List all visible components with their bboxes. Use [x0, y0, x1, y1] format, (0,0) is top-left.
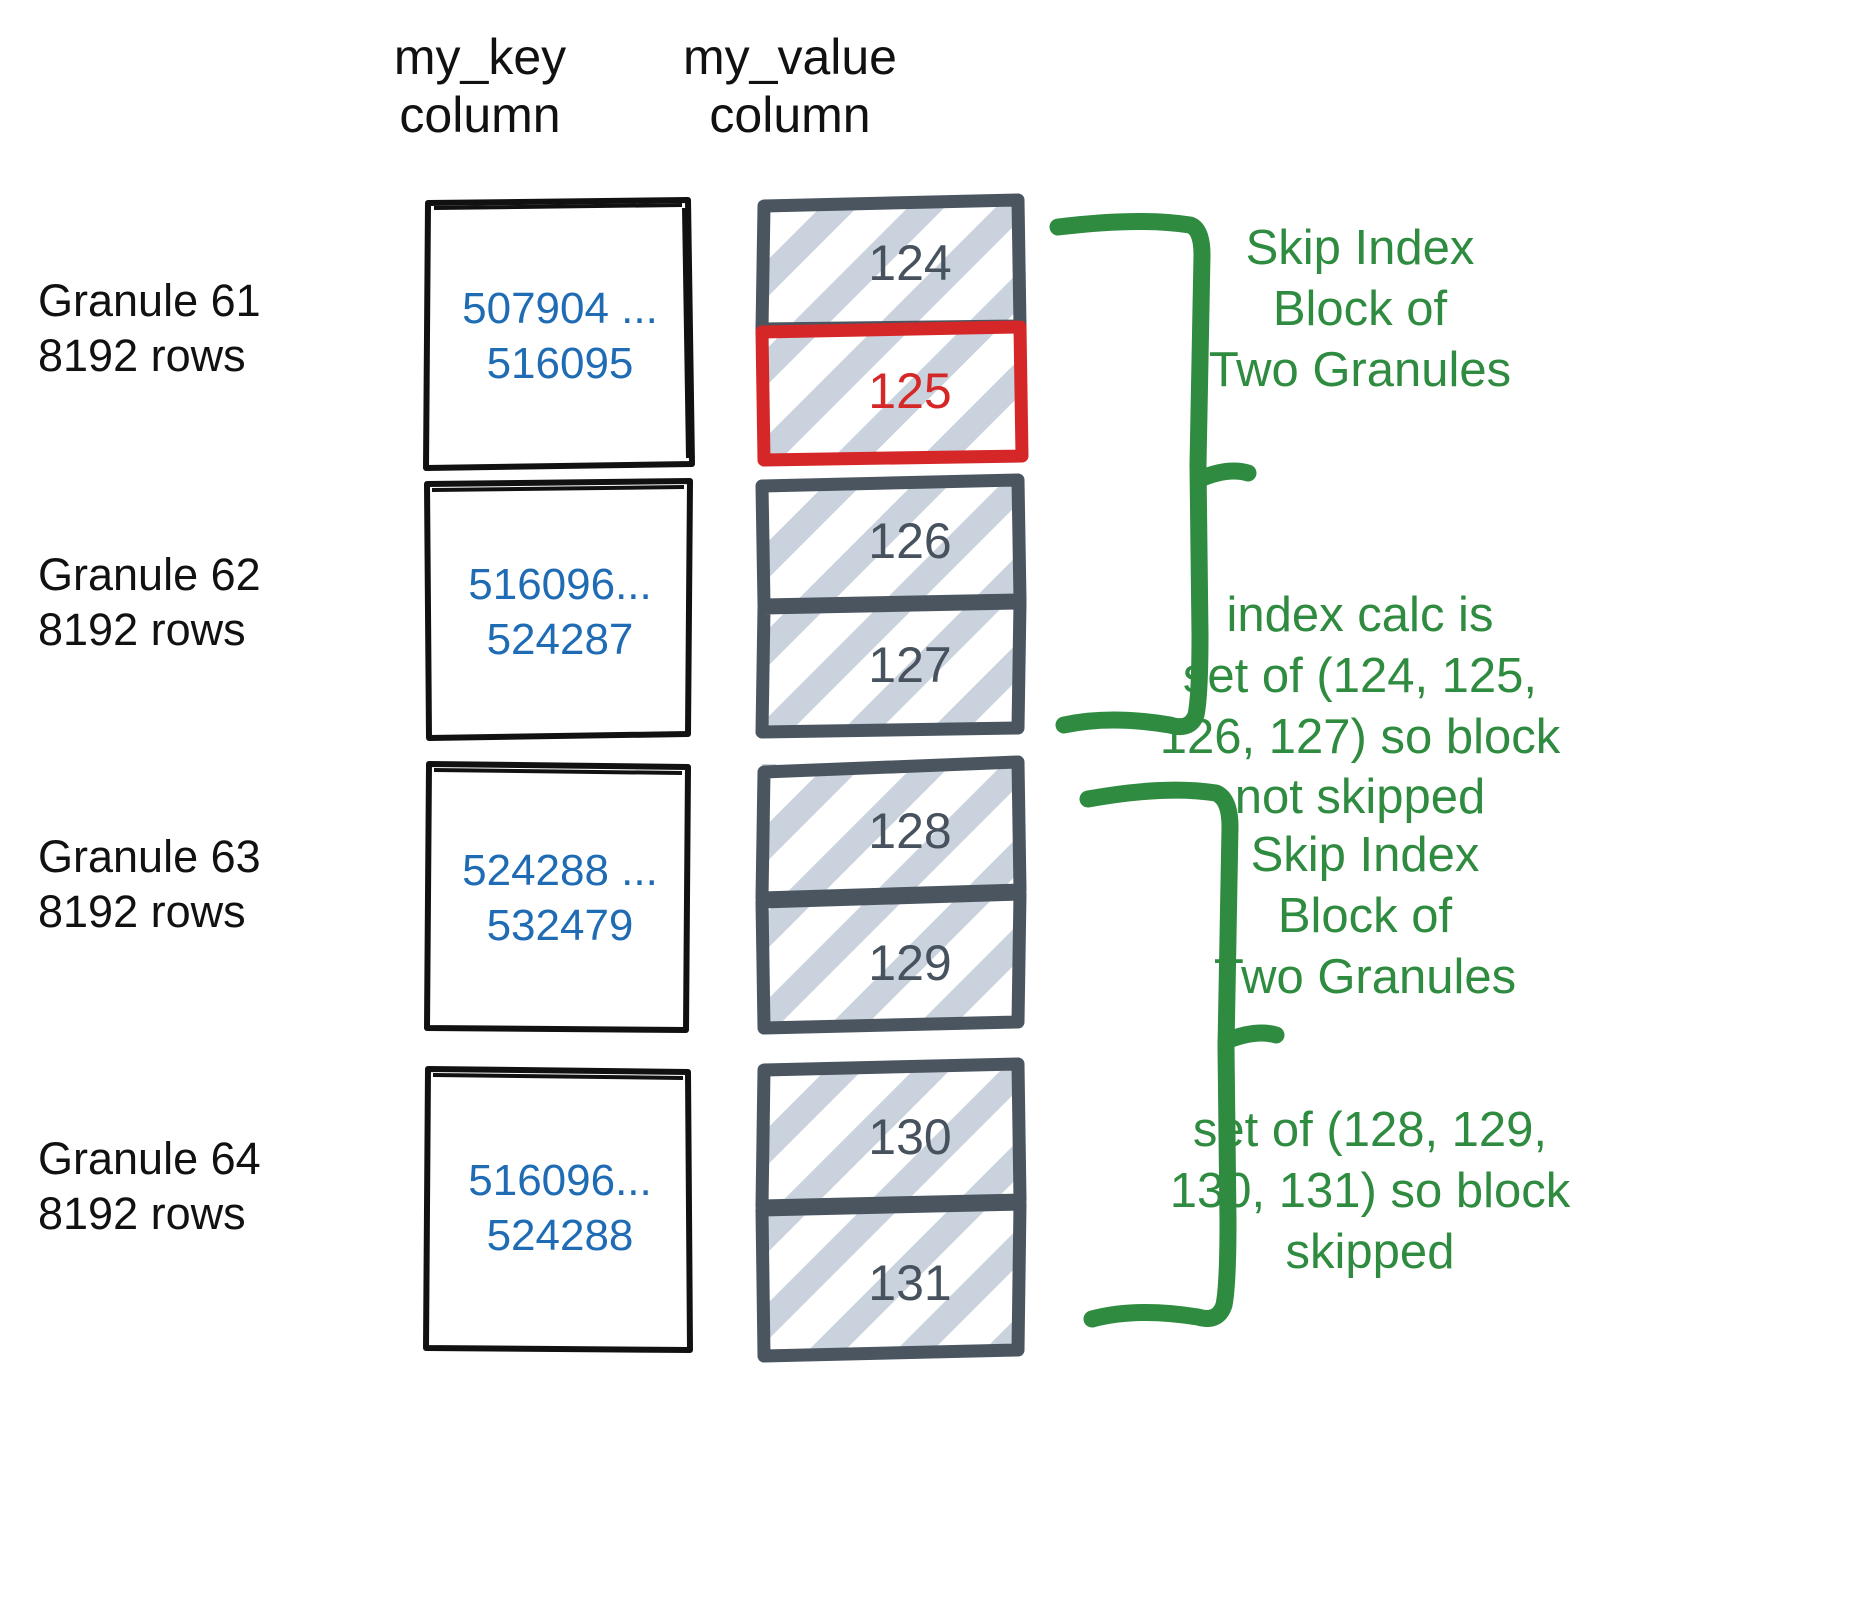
- value-block-127-shape: [755, 596, 1027, 739]
- key-box-outline-63: [424, 761, 691, 1033]
- granule-label-63: Granule 63 8192 rows: [38, 831, 261, 937]
- annotation-set-skipped: set of (128, 129, 130, 131) so block ski…: [1169, 1103, 1571, 1279]
- granule-label-64: Granule 64 8192 rows: [38, 1133, 261, 1239]
- key-box-outline-64: [423, 1066, 693, 1353]
- key-box-granule-63: 524288 ... 532479: [420, 758, 700, 1034]
- key-range-granule-61: 507904 ... 516095: [462, 284, 658, 388]
- value-block-124-shape: [755, 193, 1027, 336]
- value-block-128-shape: [755, 755, 1027, 905]
- granule-label-62: Granule 62 8192 rows: [38, 549, 261, 655]
- value-125: 125: [868, 363, 952, 419]
- value-128: 128: [868, 803, 952, 859]
- value-block-131-shape: [755, 1197, 1027, 1363]
- key-range-granule-63: 524288 ... 532479: [462, 846, 658, 950]
- value-131: 131: [868, 1255, 952, 1311]
- value-blocks-granule-61: 124 125: [755, 190, 1060, 475]
- value-block-129-shape: [755, 887, 1027, 1035]
- annotation-index-calc-not-skipped: index calc is set of (124, 125, 126, 127…: [1159, 588, 1561, 825]
- value-blocks-granule-64: 130 131: [755, 1057, 1060, 1363]
- key-box-granule-61: 507904 ... 516095: [420, 196, 700, 471]
- value-block-125-shape: [755, 320, 1029, 467]
- key-box-granule-64: 516096... 524288: [420, 1062, 700, 1353]
- value-block-126-shape: [755, 473, 1027, 612]
- skip-index-bracket-1: [1049, 212, 1257, 736]
- annotation-skip-index-block-2: Skip Index Block of Two Granules: [1213, 828, 1517, 1004]
- value-126: 126: [868, 513, 952, 569]
- column-header-my-value: my_value column: [683, 29, 897, 143]
- key-box-granule-62: 516096... 524287: [420, 476, 700, 741]
- value-blocks-granule-62: 126 127: [755, 472, 1060, 744]
- value-blocks-granule-63: 128 129: [755, 754, 1060, 1044]
- value-124: 124: [868, 235, 952, 291]
- granule-label-61: Granule 61 8192 rows: [38, 275, 261, 381]
- value-130: 130: [868, 1109, 952, 1165]
- key-box-outline-61: [423, 197, 695, 471]
- key-range-granule-62: 516096... 524287: [468, 560, 652, 664]
- value-127: 127: [868, 637, 952, 693]
- key-range-granule-64: 516096... 524288: [468, 1156, 652, 1260]
- skip-index-bracket-2: [1079, 781, 1285, 1328]
- annotation-skip-index-block-1: Skip Index Block of Two Granules: [1208, 221, 1512, 397]
- column-header-my-key: my_key column: [393, 29, 567, 143]
- key-box-outline-62: [424, 478, 693, 741]
- value-129: 129: [868, 935, 952, 991]
